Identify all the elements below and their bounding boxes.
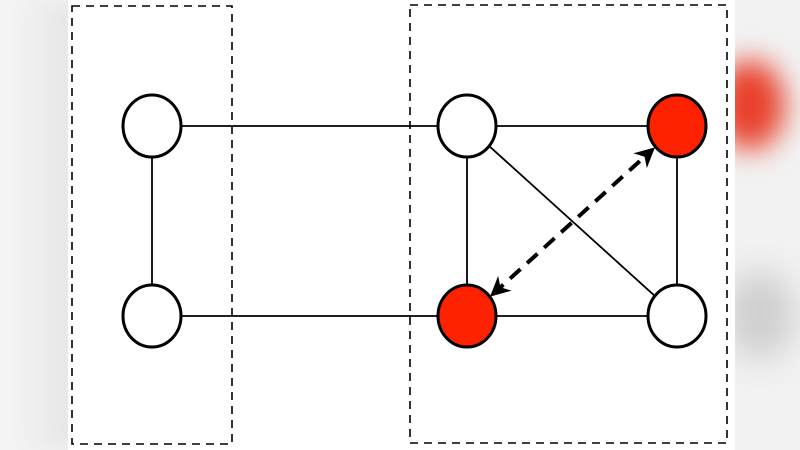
- left-group-box: [71, 5, 233, 445]
- node-f: [646, 283, 708, 349]
- dashed-double-arrow: [490, 147, 655, 297]
- node-c: [436, 93, 498, 159]
- highlighted-node-d: [646, 93, 708, 159]
- node-a: [121, 93, 183, 159]
- right-group-box: [409, 4, 728, 444]
- highlighted-node-e: [436, 283, 498, 349]
- node-b: [121, 283, 183, 349]
- blurred-background-left: [0, 0, 80, 450]
- blurred-gray-shadow: [725, 270, 795, 360]
